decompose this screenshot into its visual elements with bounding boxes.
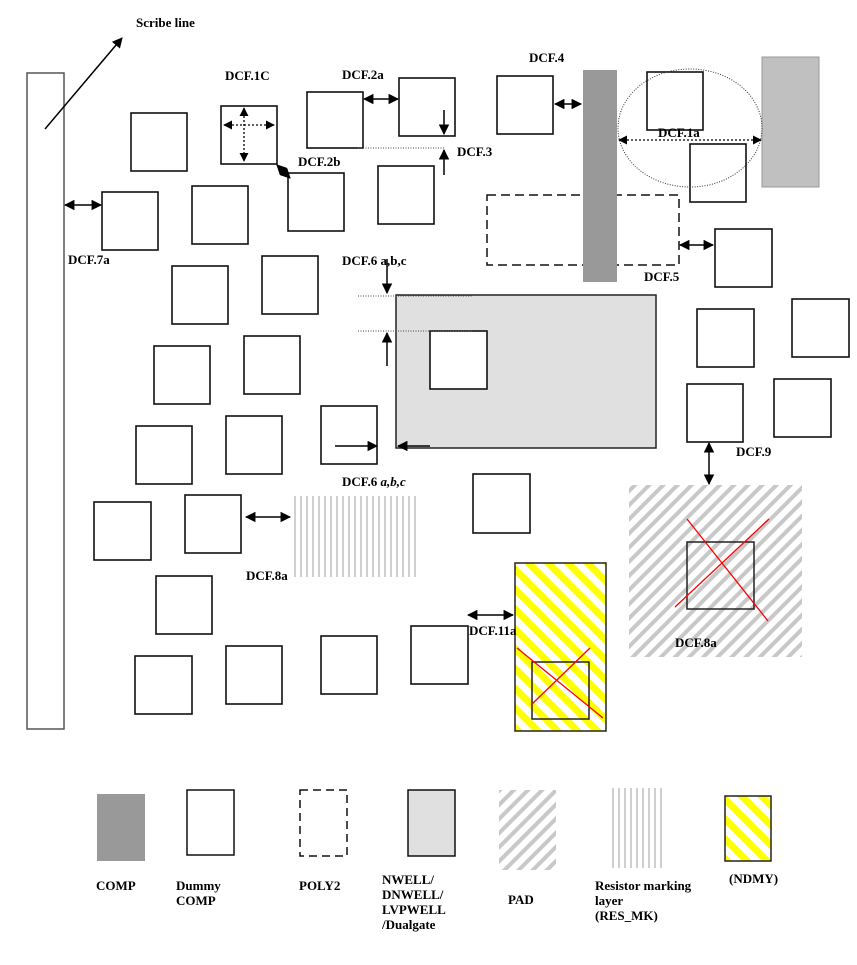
- dummy-comp-square: [377, 165, 435, 225]
- legend-swatch-nwell: [407, 789, 456, 857]
- dummy-comp-square: [134, 655, 193, 715]
- dummy-comp-square: [398, 77, 456, 137]
- ndmy-region: [514, 562, 607, 732]
- dummy-comp-square: [714, 228, 773, 288]
- dcf-2b-arrow: [276, 164, 291, 179]
- dcf-1a-dotted-ellipse: [617, 68, 763, 188]
- dummy-comp-square: [410, 625, 469, 685]
- pad-cross-line: [674, 518, 770, 608]
- ndmy-dummy-square: [531, 661, 590, 720]
- dcf-2a-label: DCF.2a: [342, 67, 384, 82]
- dcf-6-bottom-label-suffix: a,b,c: [381, 474, 407, 489]
- scribe-line-bar: [26, 72, 65, 730]
- dummy-comp-square: [686, 383, 744, 443]
- dcf-1c-square: [220, 105, 278, 165]
- dummy-comp-square: [689, 143, 747, 203]
- dcf-6-bottom-label: DCF.6 a,b,c: [342, 474, 406, 489]
- legend-label-comp: COMP: [96, 878, 136, 893]
- dummy-comp-square: [191, 185, 249, 245]
- dummy-comp-square: [496, 75, 554, 135]
- dummy-comp-square: [696, 308, 755, 368]
- dcf-11a-label: DCF.11a: [469, 623, 517, 638]
- dummy-comp-square: [153, 345, 211, 405]
- legend-swatch-comp: [97, 794, 145, 861]
- pad-dummy-square: [686, 541, 755, 610]
- dummy-comp-square: [646, 71, 704, 131]
- dummy-comp-square: [155, 575, 213, 635]
- legend-label-poly2: POLY2: [299, 878, 340, 893]
- legend-swatch-ndmy: [724, 795, 772, 862]
- legend-swatch-dummy-comp: [186, 789, 235, 856]
- dummy-comp-square: [243, 335, 301, 395]
- dummy-comp-square: [791, 298, 850, 358]
- dcf-2b-label: DCF.2b: [298, 154, 341, 169]
- dummy-comp-square: [287, 172, 345, 232]
- scribe-line-label: Scribe line: [136, 15, 195, 30]
- dummy-comp-square: [130, 112, 188, 172]
- dummy-comp-square: [261, 255, 319, 315]
- dummy-comp-square: [184, 494, 242, 554]
- dummy-comp-square: [171, 265, 229, 325]
- ndmy-cross-line: [530, 647, 591, 706]
- dummy-comp-square: [320, 405, 378, 465]
- dcf-1c-label: DCF.1C: [225, 68, 270, 83]
- dcf-5-label: DCF.5: [644, 269, 680, 284]
- res-mk-region: [293, 496, 417, 577]
- dcf-6-bottom-label-prefix: DCF.6: [342, 474, 381, 489]
- comp-bar-light: [761, 56, 820, 188]
- dummy-comp-square: [429, 330, 488, 390]
- dummy-comp-squares: [93, 75, 850, 715]
- scribe-line-pointer-arrow: [44, 37, 123, 130]
- legend-swatch-res-mk: [608, 788, 666, 868]
- dcf-4-label: DCF.4: [529, 50, 565, 65]
- dummy-comp-square: [306, 91, 364, 149]
- pad-cross-line: [686, 518, 769, 622]
- legend-swatch-poly2: [299, 789, 348, 857]
- dummy-comp-square: [225, 415, 283, 475]
- legend-label-nwell: NWELL/DNWELL/LVPWELL/Dualgate: [381, 872, 446, 932]
- dcf-8a-left-label: DCF.8a: [246, 568, 288, 583]
- legend-label-pad: PAD: [508, 892, 534, 907]
- dcf-3-label: DCF.3: [457, 144, 493, 159]
- dummy-comp-square: [135, 425, 193, 485]
- ndmy-cross-line: [516, 647, 604, 719]
- dummy-comp-square: [472, 473, 531, 534]
- legend-swatch-pad: [499, 790, 556, 870]
- dummy-comp-square: [225, 645, 283, 705]
- dummy-comp-square: [101, 191, 159, 251]
- dcf-6-top-label: DCF.6 a,b,c: [342, 253, 407, 268]
- dummy-comp-square: [93, 501, 152, 561]
- dcf-1a-label: DCF.1a: [658, 125, 700, 140]
- pad-region: [629, 485, 802, 657]
- dcf-7a-label: DCF.7a: [68, 252, 110, 267]
- dcf-9-label: DCF.9: [736, 444, 772, 459]
- dummy-comp-square: [320, 635, 378, 695]
- dcf-8a-right-label: DCF.8a: [675, 635, 717, 650]
- comp-bar: [583, 70, 617, 282]
- dummy-comp-square: [773, 378, 832, 438]
- legend-label-ndmy: (NDMY): [729, 871, 778, 886]
